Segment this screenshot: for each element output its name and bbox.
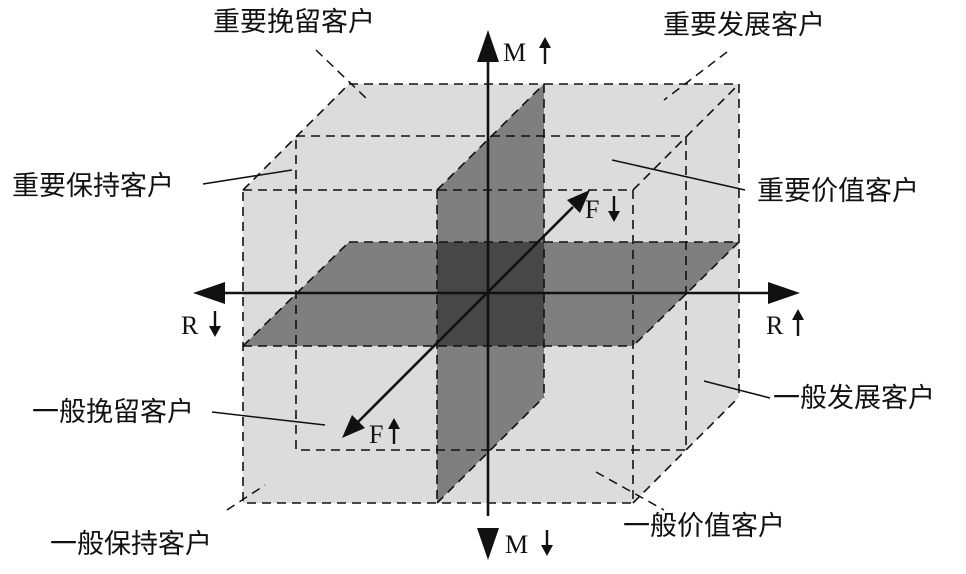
axis-label-r-right: R [766, 309, 804, 340]
leader-important-retain [315, 49, 369, 101]
leader-important-value [611, 159, 746, 191]
axis-label-r-left: R [181, 311, 221, 340]
f-axis [357, 206, 574, 423]
svg-text:F: F [369, 420, 383, 449]
svg-text:M: M [505, 530, 528, 559]
svg-text:R: R [181, 311, 199, 340]
svg-text:R: R [766, 311, 784, 340]
vertical-plane-lower [437, 346, 544, 503]
r-axis-left-arrowhead [193, 282, 225, 304]
label-general-value: 一般价值客户 [623, 511, 785, 542]
label-general-develop: 一般发展客户 [773, 383, 935, 414]
leader-general-value [595, 471, 665, 511]
vertical-plane-upper [437, 84, 544, 242]
leader-important-keep [202, 169, 293, 185]
axes [193, 30, 800, 560]
m-axis-up-arrowhead [477, 30, 499, 62]
leader-general-retain [211, 411, 326, 426]
label-important-develop: 重要发展客户 [663, 10, 825, 41]
svg-text:M: M [503, 38, 526, 67]
m-axis-down-arrowhead [477, 528, 499, 560]
r-axis-right-arrowhead [768, 282, 800, 304]
label-important-keep: 重要保持客户 [12, 171, 174, 202]
leader-important-develop [663, 51, 728, 101]
label-important-retain: 重要挽留客户 [213, 7, 375, 38]
label-general-keep: 一般保持客户 [50, 529, 212, 560]
axis-label-f-lower: F [369, 418, 400, 449]
leader-general-keep [226, 484, 266, 511]
axis-label-m-down: M [505, 530, 553, 559]
f-axis-upper-arrowhead [567, 190, 590, 213]
label-general-retain: 一般挽留客户 [32, 397, 194, 428]
label-important-value: 重要价值客户 [757, 176, 919, 207]
axis-label-f-upper: F [585, 195, 620, 224]
axis-label-m-up: M [503, 37, 551, 67]
cube-edges [242, 83, 740, 504]
svg-text:F: F [585, 195, 599, 224]
f-axis-lower-arrowhead [342, 415, 365, 438]
leader-lines [202, 49, 771, 511]
leader-general-develop [703, 380, 771, 399]
